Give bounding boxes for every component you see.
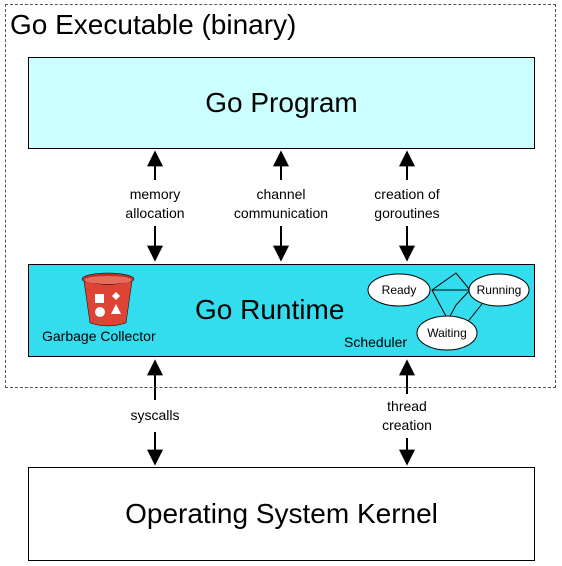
ready-state-label: Ready bbox=[382, 283, 417, 297]
os-kernel-title: Operating System Kernel bbox=[125, 498, 438, 529]
goroutine-creation-label-line1: creation of bbox=[374, 186, 440, 202]
scheduler-label: Scheduler bbox=[344, 334, 408, 350]
channel-communication-label-line1: channel bbox=[256, 186, 306, 202]
channel-communication-label: channel communication bbox=[234, 185, 328, 223]
memory-allocation-label: memory allocation bbox=[125, 185, 184, 223]
bucket-icon bbox=[81, 272, 135, 327]
waiting-state-node bbox=[416, 315, 478, 351]
channel-communication-label-line2: communication bbox=[233, 205, 329, 221]
go-program-box: Go Program bbox=[28, 57, 535, 149]
garbage-collector-label: Garbage Collector bbox=[42, 328, 156, 344]
go-program-title: Go Program bbox=[205, 87, 358, 118]
os-kernel-box: Operating System Kernel bbox=[28, 467, 535, 561]
scheduler-transition-lines bbox=[431, 272, 471, 322]
syscalls-label: syscalls bbox=[130, 406, 179, 425]
ready-state-node bbox=[367, 273, 431, 307]
memory-allocation-label-line2: allocation bbox=[125, 205, 185, 221]
thread-creation-label: thread creation bbox=[382, 397, 432, 435]
running-state-node bbox=[468, 273, 530, 307]
goroutine-creation-label-line2: goroutines bbox=[374, 205, 440, 221]
syscalls-label-line1: syscalls bbox=[130, 407, 180, 423]
scheduler-state-graph: Ready Running Waiting bbox=[367, 272, 530, 351]
waiting-state-label: Waiting bbox=[427, 326, 467, 340]
executable-title: Go Executable (binary) bbox=[10, 9, 297, 40]
goroutine-creation-label: creation of goroutines bbox=[374, 185, 439, 223]
go-runtime-title: Go Runtime bbox=[195, 294, 345, 325]
thread-creation-label-line1: thread bbox=[387, 398, 427, 414]
running-state-label: Running bbox=[477, 283, 522, 297]
memory-allocation-label-line1: memory bbox=[129, 186, 181, 202]
executable-frame bbox=[5, 4, 556, 388]
thread-creation-label-line2: creation bbox=[382, 417, 432, 433]
